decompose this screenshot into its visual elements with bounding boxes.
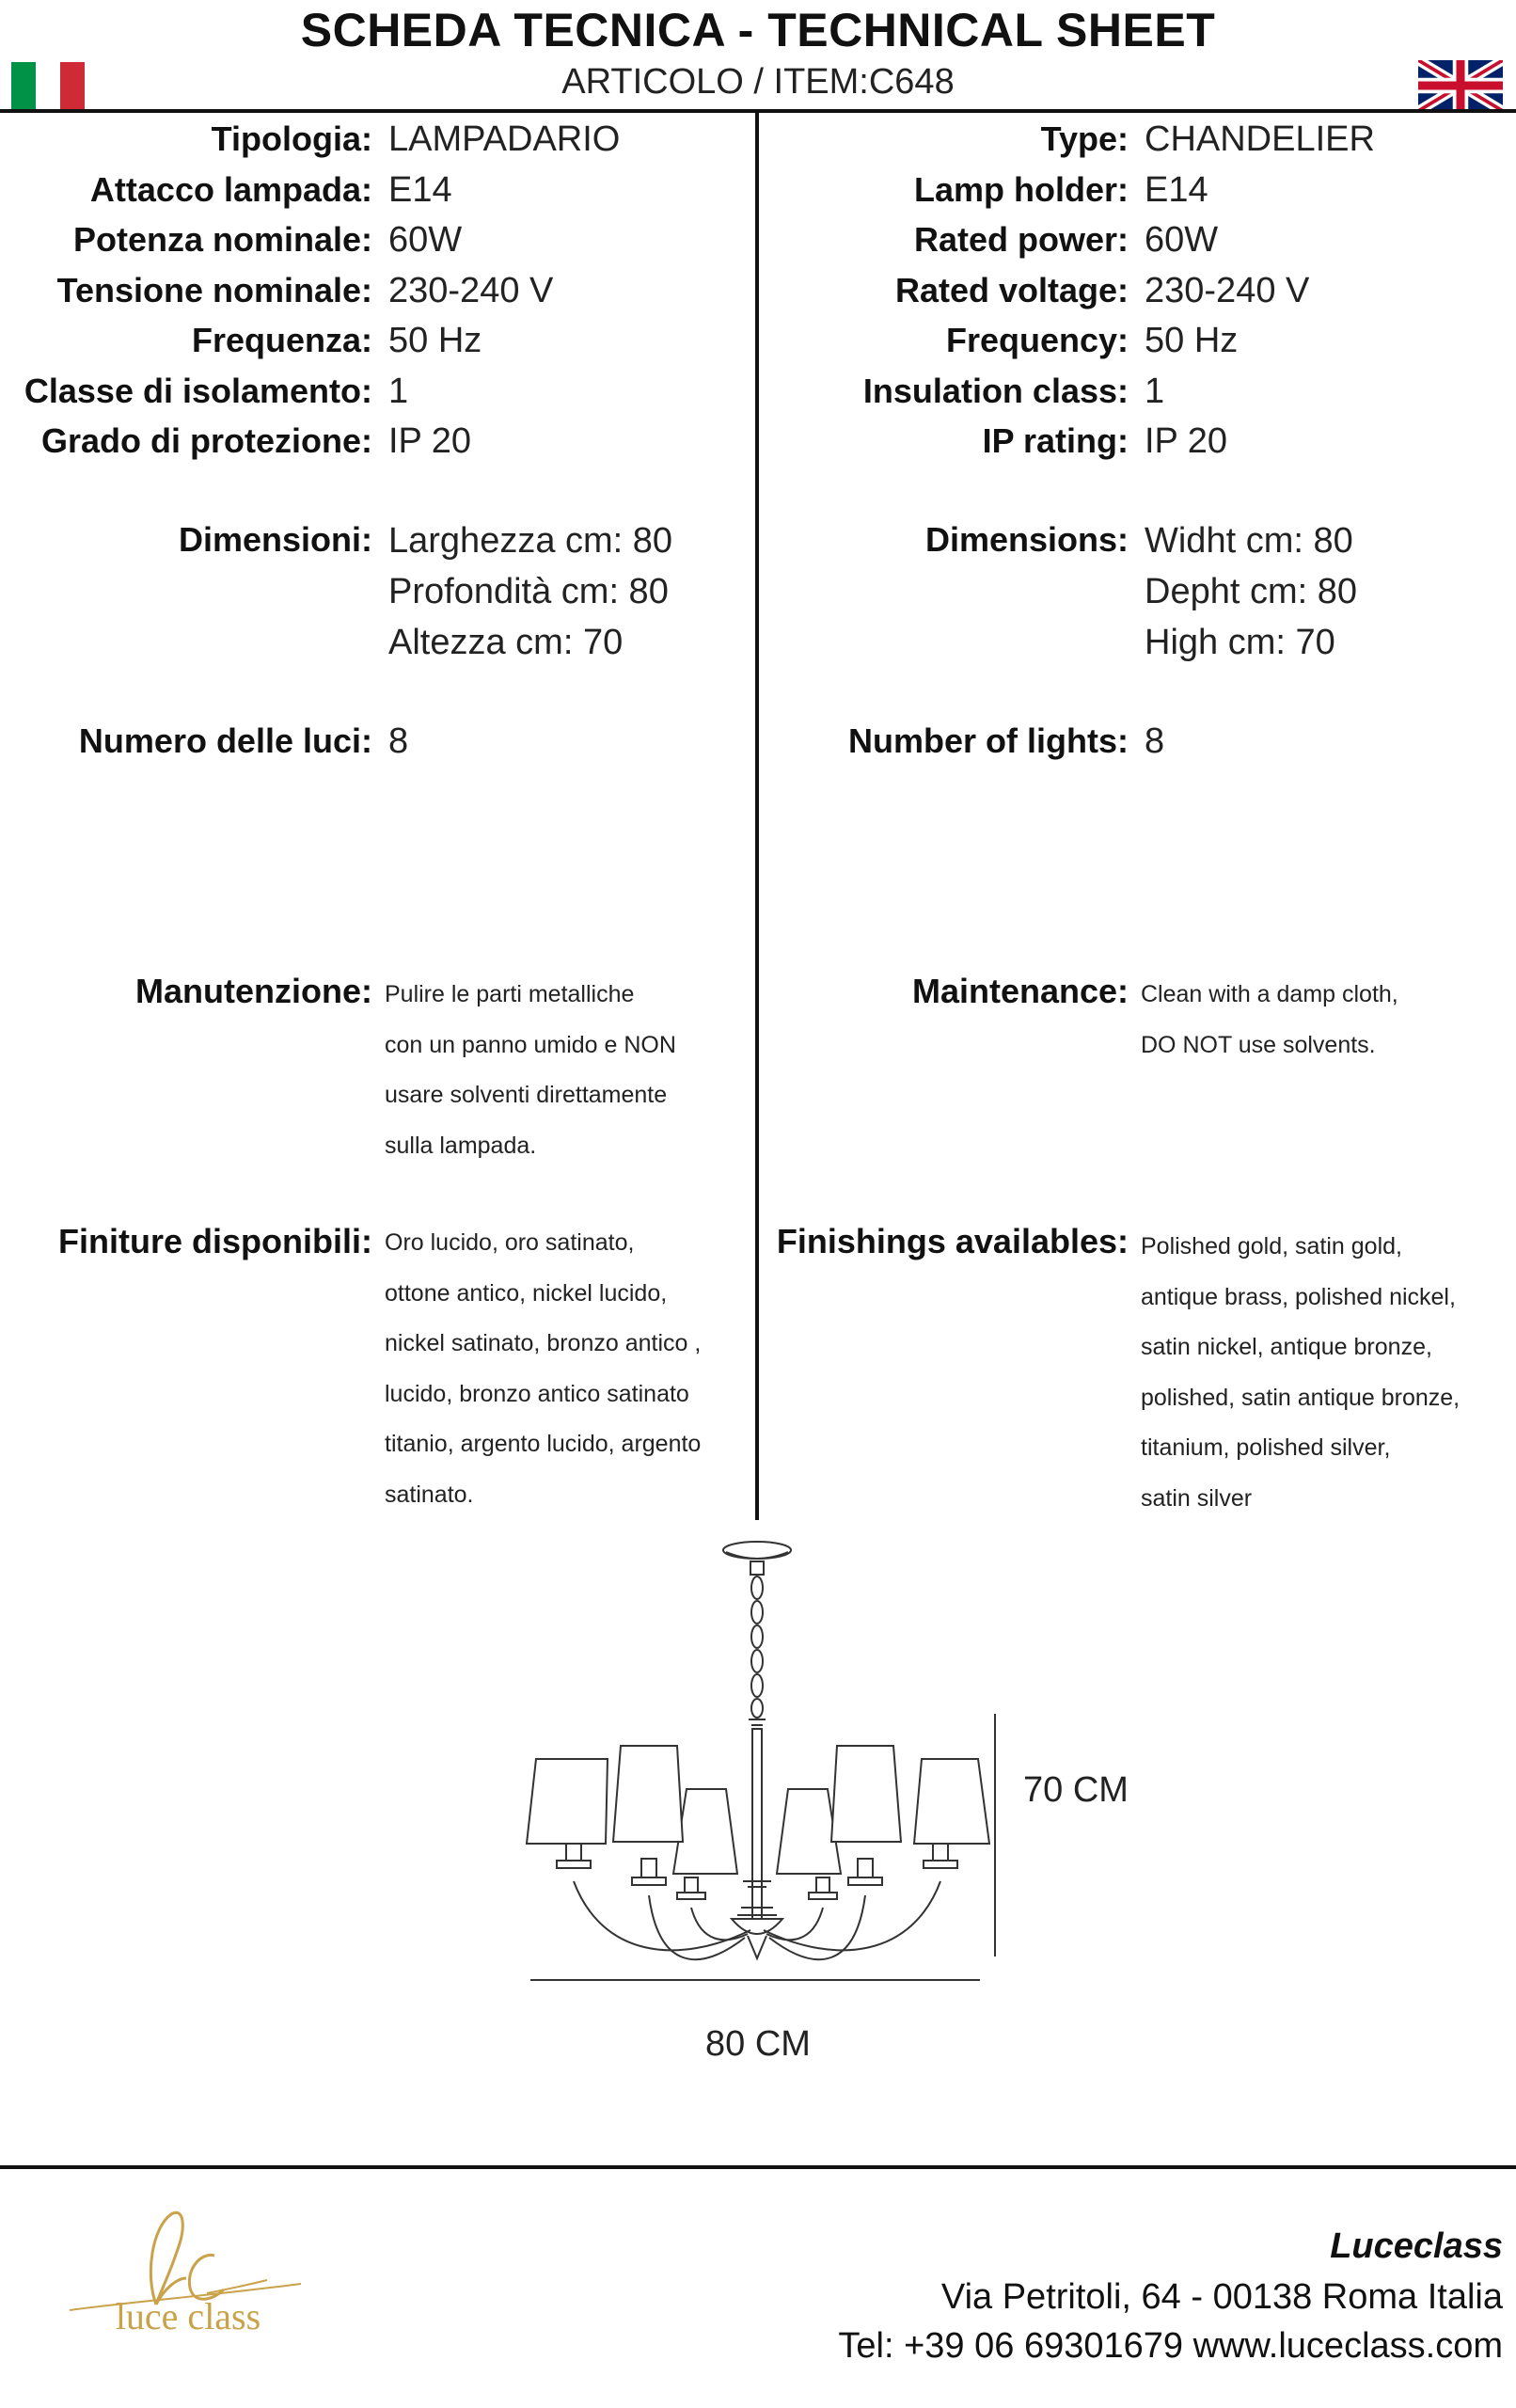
maintenance-en-label: Maintenance: [911, 972, 1129, 1010]
spec-value: 50 Hz [1145, 321, 1239, 360]
spec-label: Tensione nominale: [56, 270, 372, 309]
text-line: sulla lampada. [385, 1132, 537, 1159]
spec-value: 60W [388, 220, 463, 260]
dimensions-it-width: Larghezza cm: 80 [388, 521, 673, 561]
spec-row: Insulation class: [762, 367, 1129, 416]
lights-it-value: 8 [388, 721, 409, 761]
spec-value: 1 [1145, 371, 1165, 411]
spec-label: Lamp holder: [913, 169, 1129, 209]
spec-label: Frequenza: [191, 321, 372, 359]
text-line: DO NOT use solvents. [1141, 1031, 1376, 1058]
dimensions-it-label: Dimensioni: [178, 520, 372, 559]
spec-value: 1 [388, 371, 409, 411]
spec-row: Rated voltage: [762, 266, 1129, 315]
dimensions-en-label: Dimensions: [924, 520, 1129, 559]
spec-row: Tensione nominale: [0, 266, 372, 315]
spec-label: Potenza nominale: [72, 220, 372, 259]
page-title: SCHEDA TECNICA - TECHNICAL SHEET [300, 4, 1216, 56]
lights-en-label: Number of lights: [848, 721, 1129, 760]
footer-address: Via Petritoli, 64 - 00138 Roma Italia [940, 2277, 1503, 2317]
dimensions-it-depth: Profondità cm: 80 [388, 572, 669, 611]
luceclass-logo-mark: luce class [69, 2210, 302, 2337]
spec-label: Insulation class: [862, 371, 1129, 410]
spec-row: Rated power: [762, 215, 1129, 264]
lights-en-value: 8 [1145, 721, 1165, 761]
maintenance-it-row: Manutenzione: [0, 967, 372, 1016]
spec-row: Lamp holder: [762, 166, 1129, 214]
maintenance-it-label: Manutenzione: [135, 972, 372, 1010]
spec-value: 230-240 V [388, 270, 554, 310]
finishes-it-row: Finiture disponibili: [0, 1217, 372, 1266]
text-line: con un panno umido e NON [385, 1031, 676, 1058]
spec-row: Attacco lampada: [0, 166, 372, 214]
dimensions-it-height: Altezza cm: 70 [388, 623, 624, 662]
finishes-it-label: Finiture disponibili: [58, 1222, 372, 1260]
footer-divider [0, 2165, 1516, 2169]
spec-value: E14 [1145, 169, 1208, 210]
lights-it-row: Numero delle luci: [0, 717, 372, 766]
text-line: Clean with a damp cloth, [1141, 981, 1398, 1007]
text-line: antique brass, polished nickel, [1141, 1283, 1456, 1310]
text-line: nickel satinato, bronzo antico , [385, 1330, 702, 1356]
chandelier-drawing [525, 1541, 996, 1981]
spec-row: Potenza nominale: [0, 215, 372, 264]
spec-label: Type: [1040, 119, 1129, 158]
spec-label: Grado di protezione: [40, 421, 372, 460]
spec-row: Grado di protezione: [0, 417, 372, 466]
spec-row: Type: [762, 115, 1129, 164]
spec-label: Attacco lampada: [89, 169, 372, 209]
spec-value: 60W [1145, 220, 1219, 260]
text-line: satinato. [385, 1481, 474, 1508]
text-line: satin silver [1141, 1484, 1253, 1512]
dimensions-en-row: Dimensions: [762, 515, 1129, 564]
spec-label: Tipologia: [211, 119, 372, 158]
spec-value: 230-240 V [1145, 270, 1310, 310]
text-line: titanio, argento lucido, argento [385, 1431, 702, 1457]
uk-flag-icon [1418, 60, 1503, 111]
maintenance-en-row: Maintenance: [762, 967, 1129, 1016]
spec-row: IP rating: [762, 417, 1129, 466]
italy-flag-icon [11, 62, 85, 109]
lights-it-label: Numero delle luci: [78, 721, 372, 760]
spec-value: 50 Hz [388, 321, 482, 360]
spec-row: Frequency: [762, 316, 1129, 365]
text-line: polished, satin antique bronze, [1141, 1384, 1461, 1411]
finishes-en-label: Finishings availables: [776, 1222, 1129, 1260]
lights-en-row: Number of lights: [762, 717, 1129, 766]
text-line: satin nickel, antique bronze, [1141, 1334, 1432, 1360]
spec-value: IP 20 [1145, 421, 1228, 461]
spec-value: E14 [388, 169, 452, 210]
spec-label: Rated voltage: [894, 270, 1129, 309]
dimensions-en-height: High cm: 70 [1145, 623, 1335, 662]
spec-label: Rated power: [913, 220, 1129, 259]
spec-value: LAMPADARIO [388, 119, 621, 159]
dimensions-en-depth: Depht cm: 80 [1145, 572, 1357, 611]
footer-brand: Luceclass [1330, 2226, 1503, 2266]
dimensions-it-row: Dimensioni: [0, 515, 372, 564]
column-divider [755, 111, 759, 1520]
text-line: usare solventi direttamente [385, 1082, 668, 1108]
item-code: ARTICOLO / ITEM:C648 [561, 62, 955, 102]
text-line: ottone antico, nickel lucido, [385, 1279, 668, 1307]
text-line: Pulire le parti metalliche [385, 981, 635, 1007]
text-line: titanium, polished silver, [1141, 1434, 1391, 1461]
spec-row: Frequenza: [0, 316, 372, 365]
spec-label: Frequency: [945, 321, 1129, 359]
text-line: Polished gold, satin gold, [1141, 1233, 1402, 1259]
spec-label: Classe di isolamento: [24, 371, 372, 410]
spec-value: CHANDELIER [1145, 119, 1375, 159]
dimensions-en-width: Widht cm: 80 [1145, 521, 1353, 561]
text-line: Oro lucido, oro satinato, [385, 1229, 635, 1256]
spec-row: Tipologia: [0, 115, 372, 164]
width-dimension-label: 80 CM [705, 2024, 811, 2064]
text-line: lucido, bronzo antico satinato [385, 1380, 689, 1407]
spec-value: IP 20 [388, 421, 472, 461]
footer-contact: Tel: +39 06 69301679 www.luceclass.com [838, 2326, 1503, 2366]
height-dimension-label: 70 CM [1023, 1770, 1129, 1810]
finishes-en-row: Finishings availables: [762, 1217, 1129, 1266]
logo-text: luce class [116, 2295, 261, 2337]
spec-row: Classe di isolamento: [0, 367, 372, 416]
spec-label: IP rating: [982, 421, 1129, 460]
